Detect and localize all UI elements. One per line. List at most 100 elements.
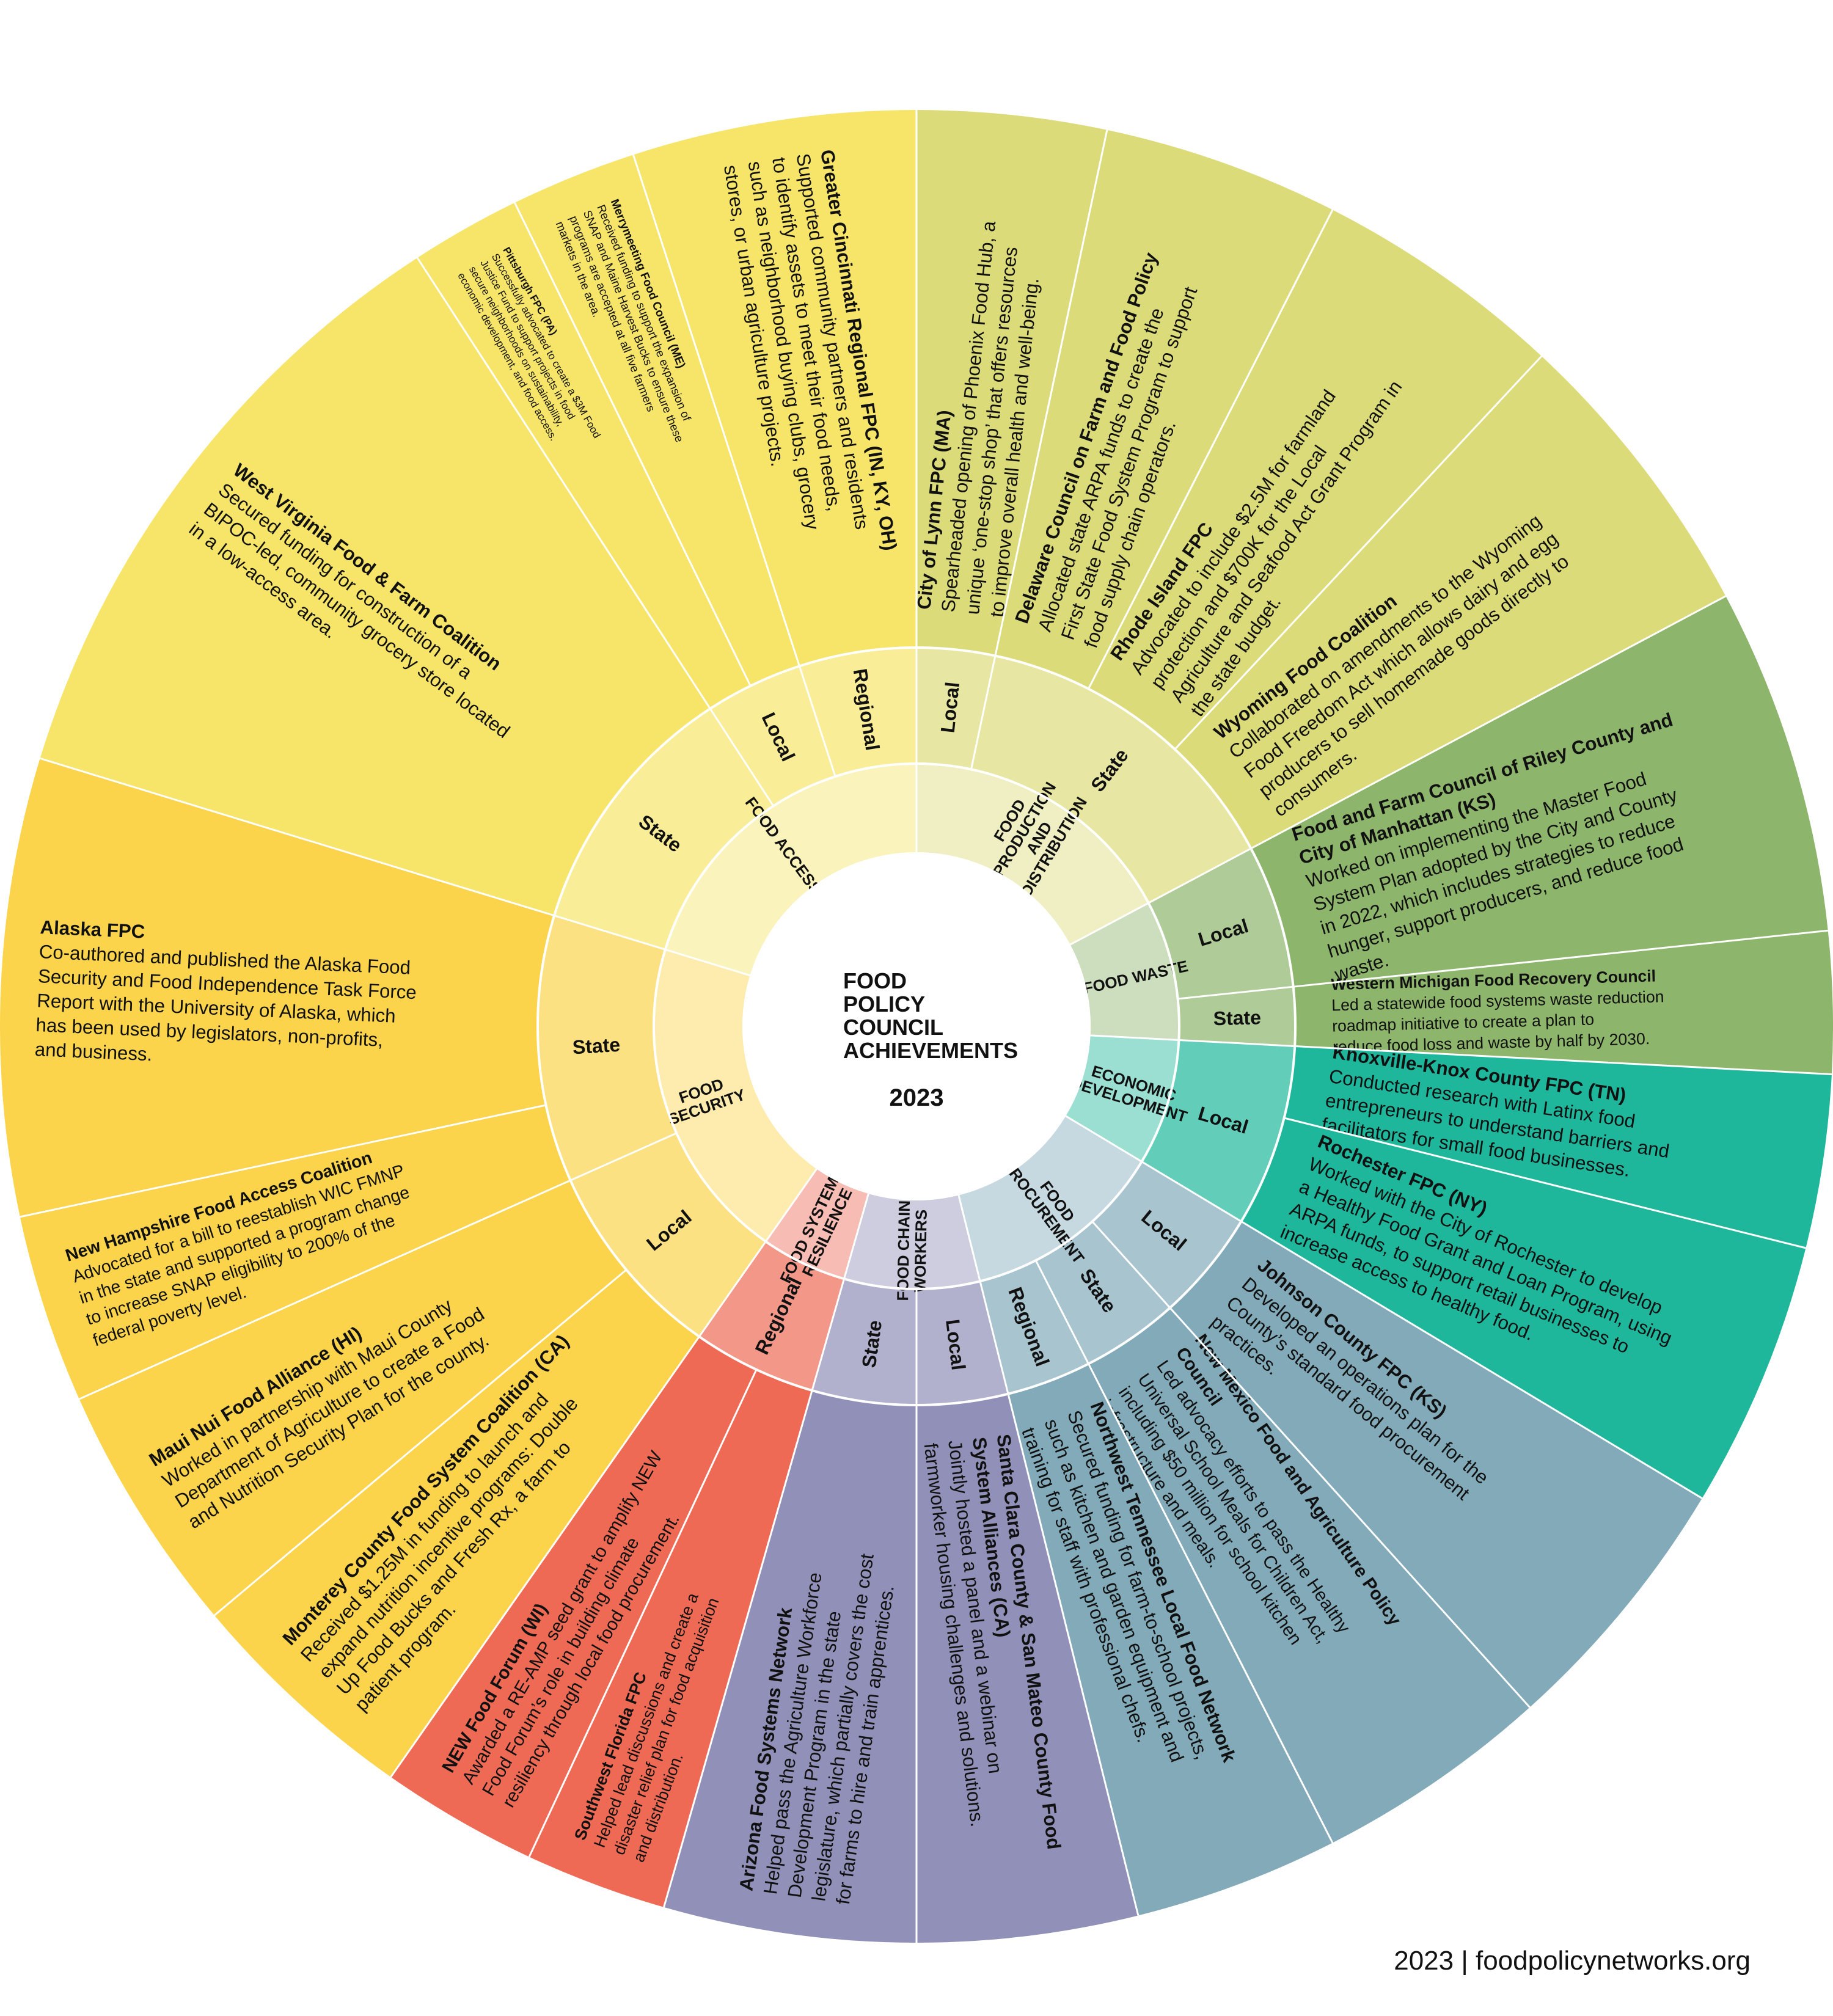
entry-divider	[1284, 1117, 1806, 1249]
category-divider	[665, 948, 750, 977]
wedge-dividers	[20, 110, 1832, 1943]
entry-sector-new-food-forum-wi	[390, 1336, 756, 1857]
entry-body-line: and business.	[34, 1039, 153, 1065]
tier-sector-local	[1141, 1040, 1295, 1222]
entry-divider	[1293, 929, 1828, 988]
tier-label-local: Local	[937, 681, 964, 734]
tier-sector-local	[570, 1133, 766, 1337]
category-sector-food-procurement	[958, 1116, 1142, 1282]
footer-credit: 2023 | foodpolicynetworks.org	[1394, 1946, 1751, 1976]
entry-sector-alaska-fpc	[0, 758, 555, 1217]
category-sector-food-chain-workers	[844, 1193, 981, 1289]
ring-border	[653, 762, 1180, 1290]
entry-sector-west-virginia-food-farm-coalition	[40, 257, 711, 916]
tier-sector-state	[1177, 987, 1295, 1046]
entry-divider	[1174, 355, 1543, 750]
entry-divider	[40, 758, 555, 917]
entry-divider	[213, 1269, 627, 1616]
category-sector-food-systems-resilience	[766, 1169, 869, 1279]
entry-divider	[1295, 1045, 1832, 1076]
entry-sector-delaware-council-on-farm-and-food-policy	[995, 130, 1333, 689]
category-label-food-chain-workers: FOOD CHAINWORKERS	[893, 1200, 931, 1302]
tier-divider	[1179, 1039, 1295, 1047]
center-year: 2023	[890, 1084, 944, 1111]
category-label-line: WORKERS	[910, 1210, 930, 1293]
entry-name-line: Alaska FPC	[40, 916, 145, 942]
tier-divider	[1147, 847, 1252, 904]
entry-sector-southwest-florida-fpc	[529, 1369, 813, 1907]
category-sector-food-waste	[1070, 903, 1179, 1040]
category-sector-economic-development	[1066, 1035, 1179, 1162]
category-divider	[843, 1193, 869, 1279]
category-label-line: FOOD CHAIN	[893, 1200, 913, 1301]
tier-sector-regional	[799, 648, 916, 777]
tier-divider	[569, 1132, 677, 1181]
tier-divider	[811, 1278, 845, 1391]
entry-sector-santa-clara-county-san-mateo-county-food-system-alliances-ca	[916, 1393, 1138, 1943]
entry-divider	[390, 1336, 700, 1778]
tier-sector-regional	[980, 1260, 1089, 1394]
entry-sector-new-hampshire-food-access-coalition	[20, 1105, 571, 1400]
entry-sector-new-mexico-food-and-agriculture-policy-council	[1088, 1307, 1530, 1843]
entry-divider	[416, 257, 711, 709]
entry-divider	[1250, 595, 1727, 850]
category-divider	[957, 1195, 981, 1282]
entry-sector-food-and-farm-council-of-riley-county-and-city-of-manhattan-ks	[1251, 596, 1828, 987]
tier-divider	[554, 915, 666, 951]
entry-divider	[1088, 209, 1334, 690]
center-title-line-4: ACHIEVEMENTS	[843, 1038, 1018, 1063]
entry-divider	[20, 1104, 546, 1218]
entry-divider	[528, 1369, 758, 1858]
category-divider	[1069, 902, 1149, 946]
entry-sector-rhode-island-fpc	[1088, 210, 1542, 750]
entry-sector-city-of-lynn-fpc-ma	[916, 110, 1107, 656]
entry-divider	[1169, 1307, 1531, 1708]
entry-sector-monterey-county-food-system-coalition-ca	[214, 1269, 700, 1777]
tier-divider	[970, 656, 997, 770]
tier-label-state: State	[572, 1034, 621, 1059]
tier-divider	[698, 1241, 767, 1337]
entry-sector-maui-nui-food-alliance-hi	[79, 1180, 627, 1616]
tier-divider	[798, 665, 836, 777]
entry-divider	[994, 130, 1108, 656]
category-divider	[1090, 1034, 1179, 1042]
center-title-line-2: POLICY	[843, 992, 925, 1017]
entry-sector-knoxville-knox-county-fpc-tn	[1284, 1046, 1832, 1248]
entry-sector-wyoming-food-coalition	[1174, 356, 1726, 849]
tier-sector-local	[916, 1281, 1008, 1405]
tier-divider	[709, 708, 775, 807]
entry-sector-western-michigan-food-recovery-council	[1293, 930, 1833, 1075]
tier-sector-state	[1036, 1221, 1170, 1364]
entry-sector-johnson-county-fpc-ks	[1169, 1221, 1702, 1707]
tier-divider	[1034, 1260, 1089, 1365]
entry-divider	[79, 1179, 571, 1400]
outer-ring: Greater Cincinnati Regional FPC (IN, KY,…	[0, 110, 1833, 1943]
tier-divider	[1177, 985, 1293, 1000]
category-sector-food-security	[654, 949, 817, 1242]
tier-sector-state	[971, 656, 1251, 904]
tier-divider	[979, 1280, 1009, 1394]
tier-divider	[1091, 1221, 1171, 1309]
tier-divider	[1141, 1161, 1242, 1222]
tier-sector-state	[812, 1279, 916, 1405]
entry-sector-arizona-food-systems-network	[664, 1390, 916, 1943]
ring-border	[536, 646, 1297, 1406]
entry-divider	[663, 1390, 813, 1908]
entry-divider	[514, 202, 752, 687]
center-circle	[742, 852, 1091, 1200]
category-sector-food-production-and-distribution	[916, 764, 1149, 945]
entry-sector-pittsburgh-fpc-pa	[417, 202, 751, 709]
entry-divider	[1240, 1221, 1703, 1499]
entry-divider	[1088, 1363, 1334, 1844]
tier-sector-local	[710, 666, 836, 806]
category-divider	[1065, 1115, 1143, 1163]
tier-sector-local	[916, 648, 995, 770]
center-title-line-1: FOOD	[843, 968, 907, 993]
tier-label-state: State	[1213, 1006, 1261, 1029]
entry-sector-greater-cincinnati-regional-fpc-in-ky-oh	[633, 110, 916, 667]
category-divider	[765, 1168, 818, 1243]
category-sector-food-access	[665, 764, 916, 976]
entry-divider	[632, 154, 800, 667]
